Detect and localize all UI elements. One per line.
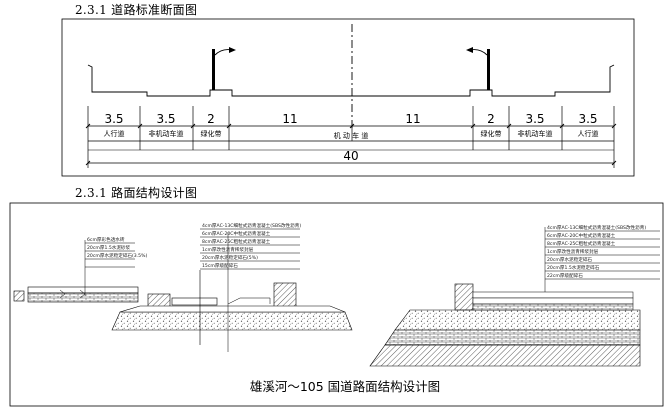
right-layer-5: 20cm厚水泥稳定碎石: [547, 256, 592, 263]
center-layer-2: 6cm厚AC-20C中粒式沥青混凝土: [202, 230, 271, 237]
carriageway-label: 机 动 车 道: [334, 131, 369, 140]
left-layer-1: 6cm厚彩色透水砖: [87, 236, 125, 243]
segment-width-2: 3.5: [156, 112, 175, 126]
left-layer-3: 20cm厚水泥稳定碎石(3.5%): [87, 252, 147, 259]
center-layer-1: 4cm厚AC-13C细粒式沥青混凝土(SBS改性沥青): [202, 222, 301, 229]
right-road-structure: [369, 283, 641, 367]
cross-section-frame: [61, 18, 635, 177]
segment-width-8: 3.5: [578, 112, 597, 126]
segment-width-4: 11: [282, 112, 297, 126]
segment-name-1: 人行道: [104, 129, 125, 138]
central-road-structure: [111, 232, 353, 352]
segment-name-6: 绿化带: [481, 129, 502, 138]
segment-width-1: 3.5: [104, 112, 123, 126]
segment-width-5: 11: [405, 112, 420, 126]
segment-name-2: 非机动车道: [149, 129, 184, 138]
pavement-heading: 2.3.1 路面结构设计图: [75, 186, 198, 200]
center-layer-4: 1cm厚改性沥青稀浆封层: [202, 246, 254, 253]
left-sidewalk-structure: [13, 286, 139, 303]
segment-width-7: 3.5: [525, 112, 544, 126]
segment-name-3: 绿化带: [201, 129, 222, 138]
segment-name-8: 人行道: [578, 129, 599, 138]
pavement-structure-drawing: 6cm厚彩色透水砖 20cm厚1.5水泥砂浆 20cm厚水泥稳定碎石(3.5%)…: [9, 202, 664, 407]
cross-section-heading: 2.3.1 道路标准断面图: [75, 3, 198, 17]
right-layer-4: 1cm厚改性沥青稀浆封层: [547, 248, 599, 255]
segment-width-6: 2: [487, 112, 495, 126]
segment-name-7: 非机动车道: [518, 129, 553, 138]
cross-section-drawing: 3.5 3.5 2 11 11 2 3.5 3.5 人行道 非机动车道 绿化带 …: [61, 18, 635, 177]
road-profile-line: [87, 64, 615, 97]
center-layer-6: 15cm厚级配碎石: [202, 262, 238, 269]
segment-width-3: 2: [207, 112, 215, 126]
center-layer-3: 8cm厚AC-25C粗粒式沥青混凝土: [202, 238, 271, 245]
street-lamp-left: [212, 47, 236, 90]
right-layer-3: 8cm厚AC-25C粗粒式沥青混凝土: [547, 240, 616, 247]
street-lamp-right: [466, 47, 490, 90]
total-width: 40: [343, 149, 358, 163]
right-layer-7: 22cm厚级配碎石: [547, 272, 583, 279]
pavement-drawing-title: 雄溪河～105 国道路面结构设计图: [250, 379, 440, 394]
right-layer-6: 20cm厚1.5水泥稳定碎石: [547, 264, 600, 271]
right-layer-2: 6cm厚AC-20C中粒式沥青混凝土: [547, 232, 616, 239]
center-layer-5: 20cm厚水泥稳定碎石(5%): [202, 254, 258, 261]
left-layer-2: 20cm厚1.5水泥砂浆: [87, 244, 131, 251]
pavement-frame: [9, 202, 664, 407]
right-layer-1: 4cm厚AC-13C细粒式沥青混凝土(SBS改性沥青): [547, 224, 646, 231]
